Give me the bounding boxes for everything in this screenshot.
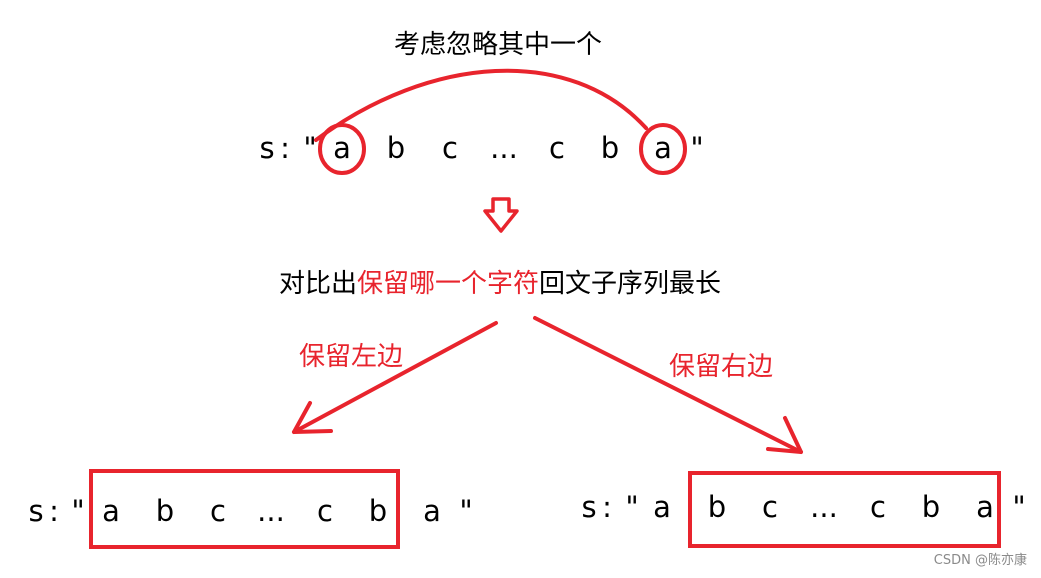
right-keep-box xyxy=(688,471,1001,548)
left-a-circle xyxy=(318,123,366,175)
middle-caption-highlight: 保留哪一个字符 xyxy=(357,269,540,299)
string-colon: : xyxy=(49,494,59,528)
left-branch-label: 保留左边 xyxy=(299,342,404,372)
string-char: a xyxy=(102,494,120,528)
string-char: c xyxy=(442,131,458,165)
string-close-quote: " xyxy=(690,131,704,165)
string-char: b xyxy=(368,494,388,528)
string-char: c xyxy=(210,494,226,528)
string-char: a xyxy=(423,494,441,528)
string-char: c xyxy=(762,490,778,524)
string-char: b xyxy=(707,490,727,524)
string-open-quote: " xyxy=(71,494,85,528)
left-keep-box xyxy=(89,469,400,549)
string-colon: : xyxy=(602,490,612,524)
right-a-circle xyxy=(639,123,687,175)
string-char: a xyxy=(653,490,671,524)
watermark: CSDN @陈亦康 xyxy=(933,553,1027,568)
string-close-quote: " xyxy=(1012,490,1026,524)
string-char: b xyxy=(921,490,941,524)
string-prefix: s xyxy=(581,490,597,524)
string-colon: : xyxy=(280,131,290,165)
string-char: a xyxy=(333,131,351,165)
string-char: a xyxy=(654,131,672,165)
top-caption: 考虑忽略其中一个 xyxy=(394,30,603,60)
connecting-arc xyxy=(314,68,648,142)
string-ellipsis: ... xyxy=(257,494,285,528)
string-char: c xyxy=(549,131,565,165)
middle-caption: 对比出保留哪一个字符回文子序列最长 xyxy=(279,271,721,297)
string-char: c xyxy=(317,494,333,528)
hollow-down-arrow-icon xyxy=(483,197,519,233)
string-char: a xyxy=(976,490,994,524)
string-close-quote: " xyxy=(459,494,473,528)
string-open-quote: " xyxy=(625,490,639,524)
string-prefix: s xyxy=(259,131,275,165)
right-branch-label: 保留右边 xyxy=(669,352,774,382)
middle-caption-part1: 对比出 xyxy=(279,269,358,299)
string-char: b xyxy=(155,494,175,528)
string-char: b xyxy=(386,131,406,165)
string-char: b xyxy=(600,131,620,165)
string-ellipsis: ... xyxy=(810,490,838,524)
string-open-quote: " xyxy=(303,131,317,165)
string-prefix: s xyxy=(28,494,44,528)
right-branch-arrow xyxy=(533,316,803,454)
string-ellipsis: ... xyxy=(490,131,518,165)
string-char: c xyxy=(870,490,886,524)
middle-caption-part3: 回文子序列最长 xyxy=(539,269,722,299)
left-branch-arrow xyxy=(292,321,498,434)
